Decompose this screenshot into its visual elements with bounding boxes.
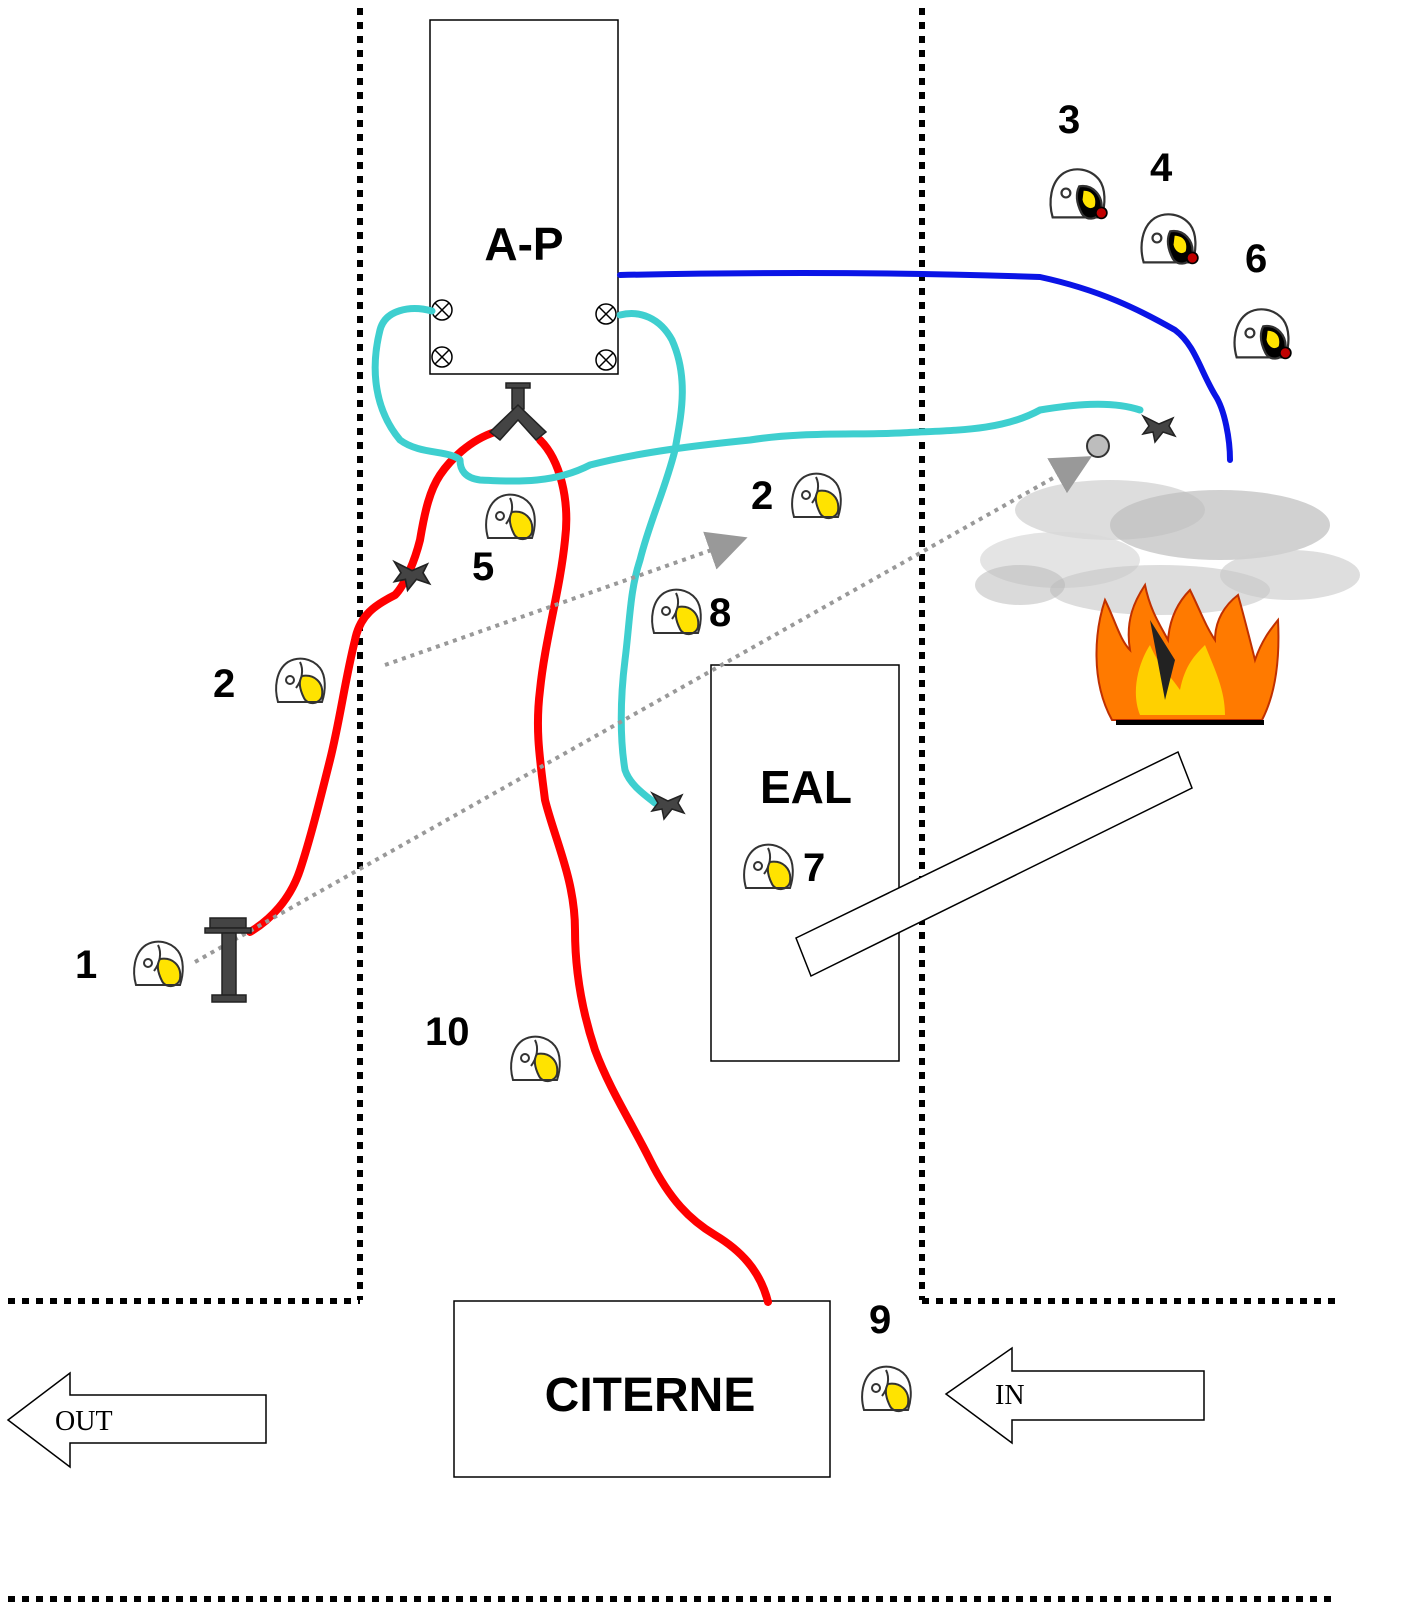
firefighter-4[interactable]: 4 bbox=[1140, 146, 1199, 265]
firefighter-label: 10 bbox=[425, 1010, 470, 1054]
nozzle-icon bbox=[1142, 415, 1176, 443]
firefighter-label: 3 bbox=[1058, 98, 1080, 142]
entry-arrow-label: IN bbox=[995, 1380, 1025, 1411]
firefighter-3[interactable]: 3 bbox=[1049, 98, 1108, 220]
firefighter-label: 1 bbox=[75, 943, 97, 987]
firefighter-10[interactable]: 10 bbox=[425, 1010, 561, 1083]
eal-vehicle[interactable]: EAL bbox=[710, 664, 900, 1062]
firefighter-5[interactable]: 5 bbox=[472, 493, 536, 589]
ap-label: A-P bbox=[484, 218, 563, 270]
helmet-icon bbox=[1233, 308, 1292, 360]
smoke-icon bbox=[975, 480, 1360, 615]
firefighter-9[interactable]: 9 bbox=[861, 1298, 912, 1413]
helmet-icon bbox=[485, 493, 536, 541]
firefighter-6[interactable]: 6 bbox=[1233, 237, 1292, 360]
citerne-vehicle[interactable]: CITERNE bbox=[453, 1300, 831, 1478]
fire-icon bbox=[1095, 582, 1280, 725]
ap-outlets bbox=[431, 299, 617, 371]
firefighter-label: 4 bbox=[1150, 146, 1173, 190]
ventilation-hose bbox=[617, 269, 1233, 463]
firefighter-2-right[interactable]: 2 bbox=[751, 472, 842, 520]
ap-vehicle[interactable]: A-P bbox=[429, 19, 619, 375]
citerne-label: CITERNE bbox=[545, 1369, 756, 1422]
target-point bbox=[1086, 434, 1110, 458]
firefighter-label: 5 bbox=[472, 545, 494, 589]
helmet-icon bbox=[1049, 168, 1108, 220]
helmet-icon bbox=[1140, 213, 1199, 265]
firefighter-label: 2 bbox=[751, 474, 773, 518]
nozzle-icon bbox=[651, 792, 685, 820]
firefighter-label: 6 bbox=[1245, 237, 1267, 281]
helmet-icon bbox=[651, 588, 702, 636]
exit-arrow: OUT bbox=[6, 1371, 267, 1469]
helmet-icon bbox=[275, 657, 326, 705]
exit-arrow-label: OUT bbox=[55, 1406, 113, 1437]
helmet-icon bbox=[791, 472, 842, 520]
attack-hoses bbox=[371, 305, 1144, 807]
helmet-icon bbox=[133, 940, 184, 988]
firefighter-label: 2 bbox=[213, 662, 235, 706]
eal-label: EAL bbox=[760, 761, 852, 813]
firefighter-1[interactable]: 1 bbox=[75, 940, 184, 988]
firefighter-label: 8 bbox=[709, 591, 731, 635]
firefighter-label: 9 bbox=[869, 1298, 891, 1342]
hydrant-icon bbox=[204, 917, 252, 1003]
helmet-icon bbox=[743, 843, 794, 891]
supply-hoses bbox=[246, 428, 772, 1306]
entry-arrow: IN bbox=[944, 1346, 1205, 1445]
firefighter-label: 7 bbox=[803, 846, 825, 890]
firefighter-8[interactable]: 8 bbox=[651, 588, 731, 636]
helmet-icon bbox=[861, 1365, 912, 1413]
siamese-icon bbox=[488, 382, 548, 442]
firefighter-7[interactable]: 7 bbox=[743, 843, 825, 891]
zone-boundaries bbox=[8, 8, 1340, 1602]
ladder-icon bbox=[795, 750, 1193, 978]
firefighter-2-left[interactable]: 2 bbox=[213, 657, 326, 706]
helmet-icon bbox=[510, 1035, 561, 1083]
